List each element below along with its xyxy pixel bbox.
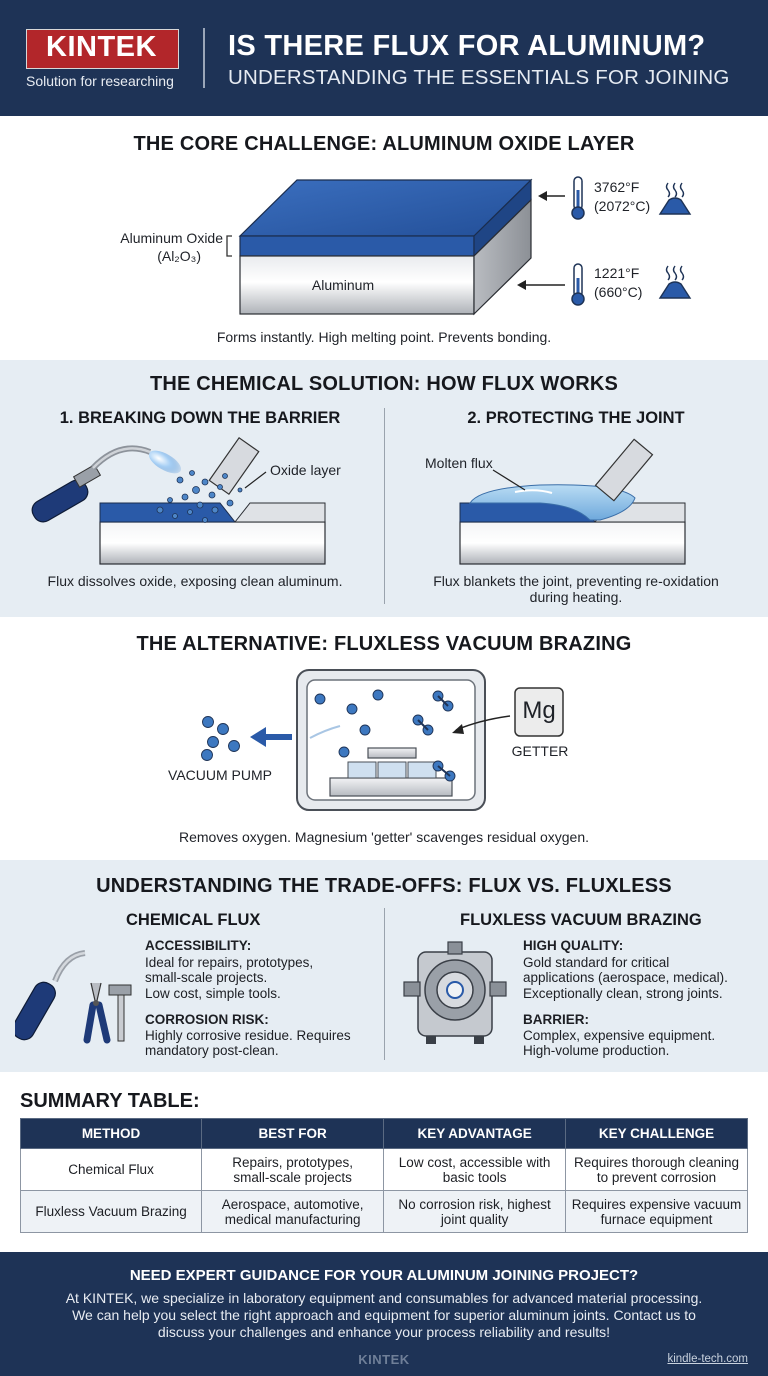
table-cell: Fluxless Vacuum Brazing [19,1190,203,1233]
getter-symbol: Mg [522,697,556,724]
metal-temp-c: (660°C) [594,284,643,300]
protecting-joint-caption-1: Flux blankets the joint, preventing re-o… [433,573,719,589]
oxide-label: Aluminum Oxide [120,230,223,246]
barrier-line-1: Complex, expensive equipment. [523,1028,716,1043]
high-quality-line-1: Gold standard for critical [523,955,670,970]
melting-icon [658,182,692,215]
fluxless-title: FLUXLESS VACUUM BRAZING [460,911,702,929]
high-quality-heading: HIGH QUALITY: [523,938,624,953]
vacuum-furnace-icon [403,941,507,1044]
torch-icon [15,950,86,1041]
metal-temp-f: 1221°F [594,265,640,281]
footer-title: NEED EXPERT GUIDANCE FOR YOUR ALUMINUM J… [129,1267,639,1284]
logo-box [26,29,179,69]
tradeoffs-divider [384,908,385,1060]
table-cell: Chemical Flux [19,1148,203,1191]
torch-icon [31,445,182,523]
table-row: Chemical Flux Repairs, prototypes,small-… [19,1148,748,1191]
molten-flux-label: Molten flux [425,455,493,471]
vacuum-pump-label: VACUUM PUMP [168,767,272,783]
hammer-icon [108,984,132,1042]
protecting-joint-caption-2: during heating. [529,589,623,605]
page-title: IS THERE FLUX FOR ALUMINUM? [228,30,706,62]
vacuum-furnace-diagram [201,669,564,811]
oxide-layer-label: Oxide layer [270,462,341,478]
table-header-key-advantage: KEY ADVANTAGE [383,1118,567,1149]
table-cell: Aerospace, automotive,medical manufactur… [201,1190,385,1233]
header-bar: KINTEK Solution for researching IS THERE… [0,0,768,116]
vacuum-caption: Removes oxygen. Magnesium 'getter' scave… [178,829,589,845]
barrier-line-2: High-volume production. [523,1043,670,1058]
flux-applicator-icon [594,438,654,502]
table-row: Fluxless Vacuum Brazing Aerospace, autom… [19,1190,748,1233]
corrosion-line-1: Highly corrosive residue. Requires [145,1028,351,1043]
footer-url-link[interactable]: kindle-tech.com [667,1353,748,1365]
flux-blanket-diagram [459,438,686,565]
flux-dissolve-diagram [31,436,326,565]
oxide-formula: (Al₂O₃) [157,248,201,264]
corrosion-heading: CORROSION RISK: [145,1012,269,1027]
tradeoffs-section-title: UNDERSTANDING THE TRADE-OFFS: FLUX VS. F… [96,875,672,897]
aluminum-label: Aluminum [311,277,375,293]
high-quality-line-2: applications (aerospace, medical). [523,970,728,985]
thermometer-icon [571,176,585,220]
pliers-icon [83,982,111,1044]
accessibility-heading: ACCESSIBILITY: [145,938,252,953]
summary-table: METHOD BEST FOR KEY ADVANTAGE KEY CHALLE… [19,1118,748,1233]
vacuum-section-title: THE ALTERNATIVE: FLUXLESS VACUUM BRAZING [136,633,632,655]
footer-body-2: We can help you select the right approac… [72,1307,696,1323]
oxide-temp-c: (2072°C) [594,198,651,214]
page-subtitle: UNDERSTANDING THE ESSENTIALS FOR JOINING [228,66,730,89]
summary-title: SUMMARY TABLE: [20,1090,200,1112]
oxide-block-diagram [226,176,692,316]
logo-tagline: Solution for researching [26,73,174,89]
corrosion-line-2: mandatory post-clean. [145,1043,279,1058]
accessibility-line-2: small-scale projects. [145,970,268,985]
getter-label: GETTER [511,743,569,759]
accessibility-line-1: Ideal for repairs, prototypes, [145,955,314,970]
magnesium-getter-icon [514,687,564,737]
chemical-section-title: THE CHEMICAL SOLUTION: HOW FLUX WORKS [149,373,619,395]
accessibility-line-3: Low cost, simple tools. [145,986,281,1001]
breaking-barrier-title: 1. BREAKING DOWN THE BARRIER [59,409,341,427]
core-caption: Forms instantly. High melting point. Pre… [216,329,552,345]
chemical-divider [384,408,385,604]
chemical-flux-title: CHEMICAL FLUX [126,911,261,929]
melting-icon [658,265,692,299]
flux-applicator-icon [208,436,260,496]
logo-text: KINTEK [46,31,157,63]
hand-tools-icon [15,950,132,1044]
table-header-best-for: BEST FOR [201,1118,385,1149]
protecting-joint-title: 2. PROTECTING THE JOINT [467,409,685,427]
breaking-barrier-caption: Flux dissolves oxide, exposing clean alu… [47,573,343,589]
thermometer-icon [571,263,585,306]
oxide-temp-f: 3762°F [594,179,640,195]
table-header-method: METHOD [19,1118,203,1149]
header-divider [203,28,205,88]
footer-body-3: discuss your challenges and enhance your… [157,1324,611,1340]
barrier-heading: BARRIER: [523,1012,589,1027]
high-quality-line-3: Exceptionally clean, strong joints. [523,986,723,1001]
footer-body-1: At KINTEK, we specialize in laboratory e… [65,1290,703,1306]
footer-brand: KINTEK [358,1352,410,1367]
table-cell: Repairs, prototypes,small-scale projects [201,1148,385,1191]
core-section-title: THE CORE CHALLENGE: ALUMINUM OXIDE LAYER [133,133,635,155]
footer: NEED EXPERT GUIDANCE FOR YOUR ALUMINUM J… [0,1252,768,1376]
table-header-key-challenge: KEY CHALLENGE [565,1118,748,1149]
